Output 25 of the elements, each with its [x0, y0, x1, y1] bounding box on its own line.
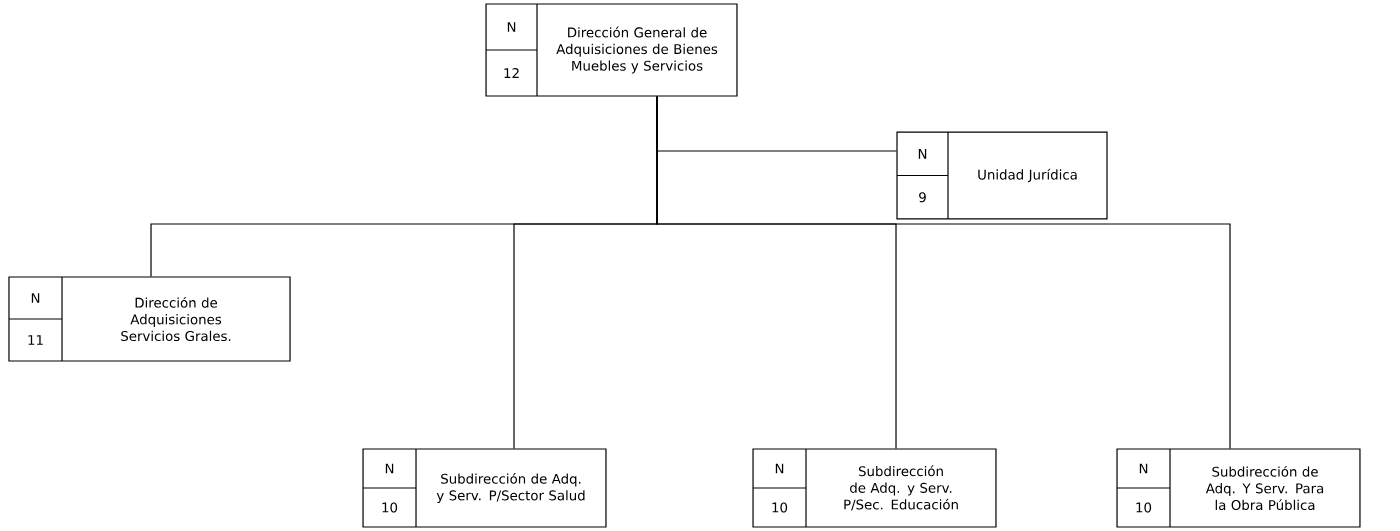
level-number: 10 [772, 502, 788, 513]
unit-name: Dirección General de Adquisiciones de Bienes Muebles y Servicios [556, 26, 718, 74]
level-label: N [1139, 463, 1148, 474]
level-number: 9 [919, 192, 926, 203]
level-number: 12 [504, 68, 519, 78]
org-box [896, 131, 1108, 220]
level-number: 10 [1136, 502, 1152, 513]
org-box [485, 3, 738, 97]
level-number: 10 [382, 502, 398, 513]
org-box [1116, 448, 1361, 528]
level-label: N [918, 148, 927, 159]
unit-name: Dirección de Adquisiciones Servicios Grales. [121, 296, 231, 342]
connector-line [656, 96, 1231, 449]
unit-name: Subdirección de Adq. y Serv. P/Sec. Educación [844, 465, 958, 511]
unit-name: Subdirección de Adq. Y Serv. Para la Obra Pública [1205, 465, 1324, 511]
unit-name: Unidad Jurídica [978, 168, 1077, 183]
unit-name: Subdirección de Adq. y Serv. P/Sector Salud [436, 472, 585, 504]
level-label: N [385, 463, 394, 474]
org-box [8, 276, 291, 362]
org-box [362, 448, 607, 528]
level-label: N [31, 293, 40, 303]
level-label: N [775, 463, 784, 474]
org-box [752, 448, 997, 528]
level-number: 11 [28, 335, 43, 345]
level-label: N [507, 22, 516, 32]
